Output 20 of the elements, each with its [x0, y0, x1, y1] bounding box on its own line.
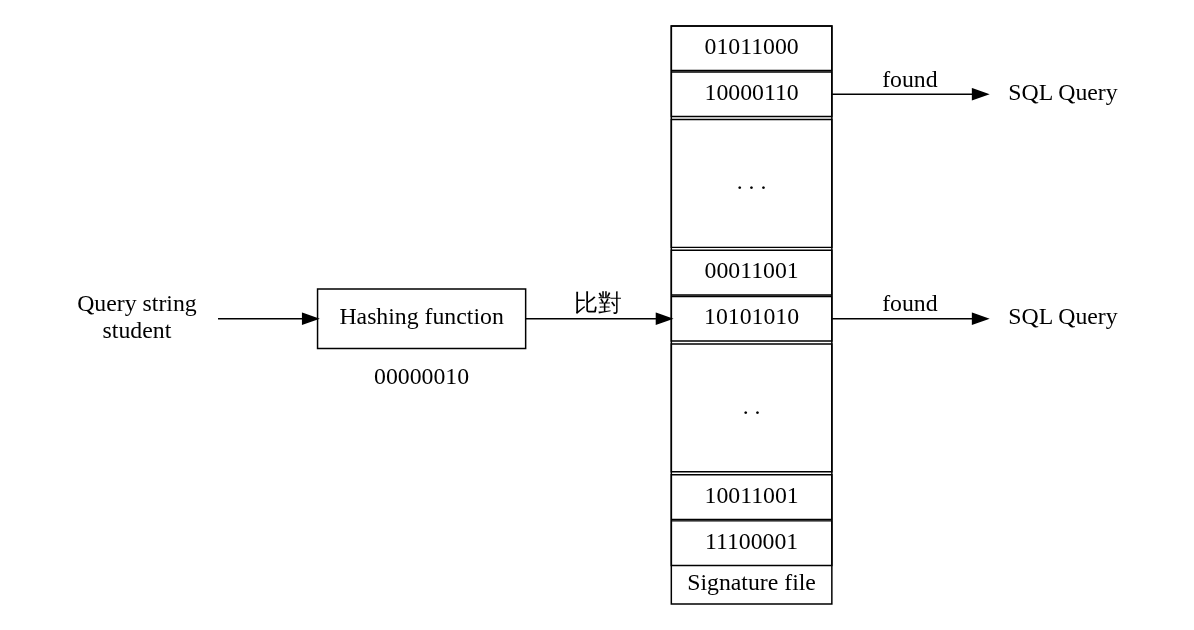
arrow	[524, 312, 674, 325]
arrow	[217, 312, 320, 325]
node-box: . .	[670, 343, 833, 473]
node-text: SQL Query	[1008, 303, 1118, 330]
edge-label: 比對	[574, 289, 623, 316]
node-box: 11100001	[670, 520, 833, 567]
edge-label: found	[882, 289, 938, 316]
node-box: 10000110	[670, 71, 833, 118]
node-box: 10101010	[670, 295, 833, 342]
node-box: 00011001	[670, 249, 833, 296]
arrow	[831, 312, 990, 325]
label: 00000010	[374, 362, 470, 389]
node-box: 10011001	[670, 474, 833, 521]
node-text: SQL Query	[1008, 78, 1118, 105]
arrow	[831, 88, 990, 101]
node-box: Hashing function	[316, 288, 527, 350]
node-box: . . .	[670, 118, 833, 249]
edge-label: found	[882, 65, 938, 92]
node-text: Query string student	[77, 289, 197, 343]
node-box: 01011000	[670, 25, 833, 72]
